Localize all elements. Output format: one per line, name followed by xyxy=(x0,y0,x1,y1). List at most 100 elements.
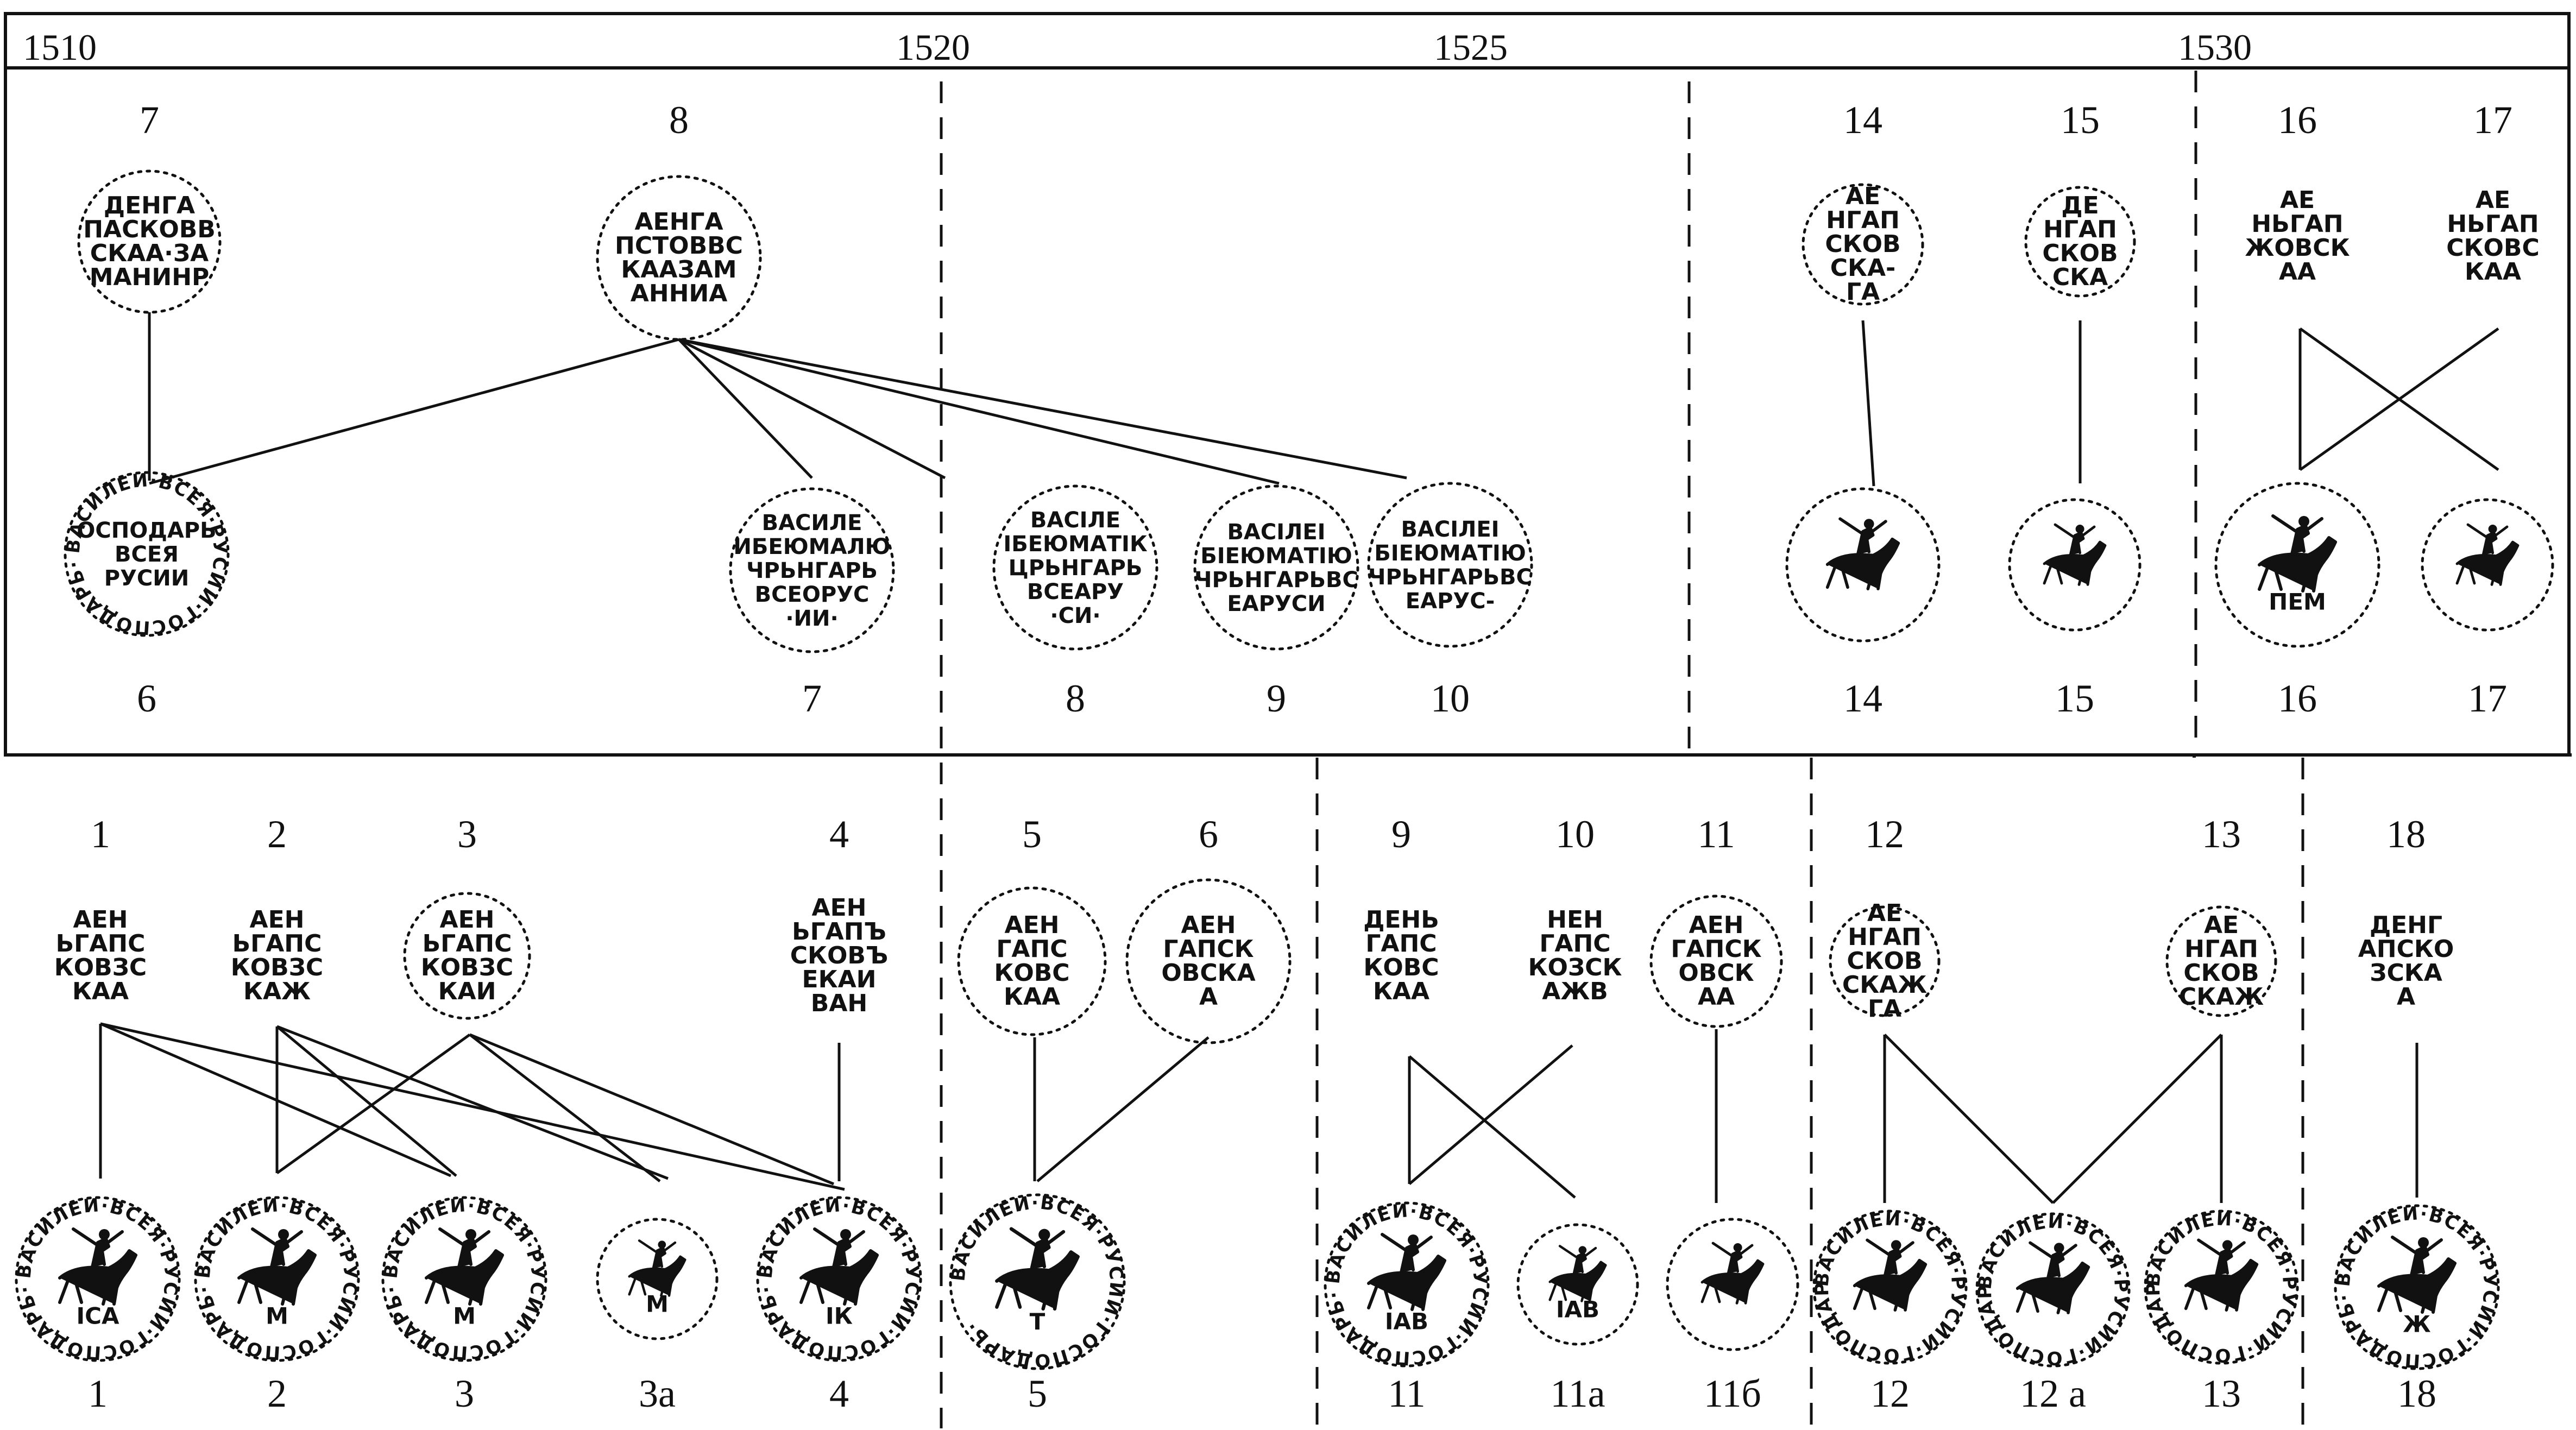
horseman-icon xyxy=(2016,1241,2090,1314)
coin-number-label: 7 xyxy=(802,677,822,720)
coin-number-label: 8 xyxy=(669,98,689,142)
coin-legend-line: ВСЕОРУС xyxy=(755,582,870,607)
coin-number-label: 2 xyxy=(267,1372,287,1415)
coin-legend-line: РУСИИ xyxy=(104,566,189,591)
coin-number-label: 16 xyxy=(2278,98,2317,142)
die-link-line xyxy=(1036,1036,1210,1182)
coin-number-label: 3а xyxy=(639,1372,676,1415)
coin-reverse-top-15: 15 xyxy=(2008,498,2142,720)
coin-legend-line: АЕНГА xyxy=(634,208,723,236)
horseman-icon xyxy=(1700,1242,1765,1305)
coin-number-label: 11 xyxy=(1697,812,1735,856)
coin-outline xyxy=(2008,498,2142,632)
coin-number-label: 16 xyxy=(2278,677,2317,720)
coin-number-label: 4 xyxy=(829,812,849,856)
coin-legend-line: АЕ xyxy=(1846,182,1880,210)
coin-legend-line: ИБЕЮМАЛЮ xyxy=(733,534,890,559)
coin-legend-line: ВАСІЛЕ xyxy=(1030,508,1120,533)
coin-legend-line: А xyxy=(2397,983,2415,1011)
coin-legend-line: ДЕНЬ xyxy=(1363,906,1439,934)
horseman-icon xyxy=(2043,523,2107,586)
coin-legend-line: ОСПОДАРЬ xyxy=(77,518,216,543)
die-link-line xyxy=(469,1033,834,1186)
coin-outline xyxy=(1324,1201,1490,1368)
coin-legend-line: АЕН xyxy=(812,894,867,922)
horseman-icon xyxy=(2184,1238,2259,1312)
coin-outline xyxy=(2165,905,2277,1017)
coin-number-label: 5 xyxy=(1028,1372,1047,1415)
coin-legend-line: НГАП xyxy=(1826,206,1900,234)
coin-legend-line: ЬГАПС xyxy=(56,930,146,957)
coin-legend-line: А xyxy=(1199,983,1218,1011)
coin-legend-line: ЕАРУСИ xyxy=(1227,591,1325,616)
coin-legend-line: БІЕЮМАТІЮ xyxy=(1200,544,1352,569)
coin-legend-line: МАНИНР xyxy=(90,263,210,291)
coin-outline xyxy=(756,1196,922,1362)
coin-number-label: 14 xyxy=(1843,677,1882,720)
coin-reverse-top-14: 14 xyxy=(1785,487,1941,720)
coin-legend-line: КАЖ xyxy=(243,978,311,1005)
die-link-line xyxy=(678,338,946,480)
coin-number-label: 13 xyxy=(2202,1372,2241,1415)
coin-number-label: 4 xyxy=(829,1372,849,1415)
die-link-line xyxy=(1408,1055,1576,1199)
coin-number-label: 12 xyxy=(1865,812,1904,856)
coin-reverse-bottom-2: ВАСИЛЕИ·ВСЕЯ·РУСИИ·ГОСПОДАРЬ·М2 xyxy=(192,1194,360,1415)
coin-legend-line: ·ИИ· xyxy=(785,606,838,631)
coin-number-label: 9 xyxy=(1391,812,1411,856)
year-label-1530: 1530 xyxy=(2178,27,2252,68)
coin-outline xyxy=(1649,894,1783,1028)
coin-legend-line: ЬГАПС xyxy=(423,930,512,957)
year-label-1525: 1525 xyxy=(1434,27,1508,68)
coin-reverse-bottom-3: ВАСИЛЕИ·ВСЕЯ·РУСИИ·ГОСПОДАРЬ·М3 xyxy=(380,1194,547,1415)
coin-reverse-top-17: 17 xyxy=(2421,498,2554,720)
coin-number-label: 6 xyxy=(137,677,156,720)
coin-outline xyxy=(1666,1218,1799,1351)
coin-number-label: 11б xyxy=(1704,1372,1761,1415)
die-link-line xyxy=(469,1034,661,1182)
die-links xyxy=(99,312,2499,1204)
coin-outline xyxy=(2024,186,2136,298)
mint-mark: ІСА xyxy=(77,1303,119,1330)
coin-legend-line: СКАЖ xyxy=(2179,983,2264,1011)
coin-legend-line: АЖВ xyxy=(1542,978,1608,1005)
coin-outline xyxy=(1975,1212,2131,1368)
coin-outline xyxy=(2334,1204,2500,1370)
coin-outline xyxy=(15,1196,181,1362)
coin-legend-line: КААЗАМ xyxy=(621,256,736,284)
die-link-line xyxy=(1884,1034,2054,1204)
coin-number-label: 15 xyxy=(2055,677,2094,720)
coin-outline xyxy=(2144,1209,2299,1365)
coin-legend-line: АЕН xyxy=(73,906,128,934)
coin-number-label: 7 xyxy=(140,98,159,142)
coin-legend-line: ОВСК xyxy=(1678,959,1754,987)
coin-legend-line: ОВСКА xyxy=(1161,959,1255,987)
coin-legend-line: ЧРЬНГАРЬВС xyxy=(1194,568,1358,593)
coin-outline xyxy=(2214,482,2380,648)
coin-outline xyxy=(1812,1209,1968,1365)
coin-legend-line: ЧРЬНГАРЬ xyxy=(746,558,878,583)
coin-legend-line: ЕАРУС- xyxy=(1406,589,1495,614)
coin-legend-line: АА xyxy=(1698,983,1735,1011)
die-link-line xyxy=(276,1025,669,1180)
coin-number-label: 5 xyxy=(1022,812,1042,856)
coin-outline xyxy=(596,175,762,341)
die-link-line xyxy=(149,338,679,485)
coin-number-label: 17 xyxy=(2468,677,2507,720)
coin-legend-line: АННИА xyxy=(631,280,728,307)
coin-legend-line: АЕ xyxy=(2476,186,2510,214)
coin-legend-line: ІБЕЮМАТІК xyxy=(1003,532,1148,557)
horseman-icon xyxy=(425,1227,504,1306)
coin-number-label: 17 xyxy=(2473,98,2512,142)
